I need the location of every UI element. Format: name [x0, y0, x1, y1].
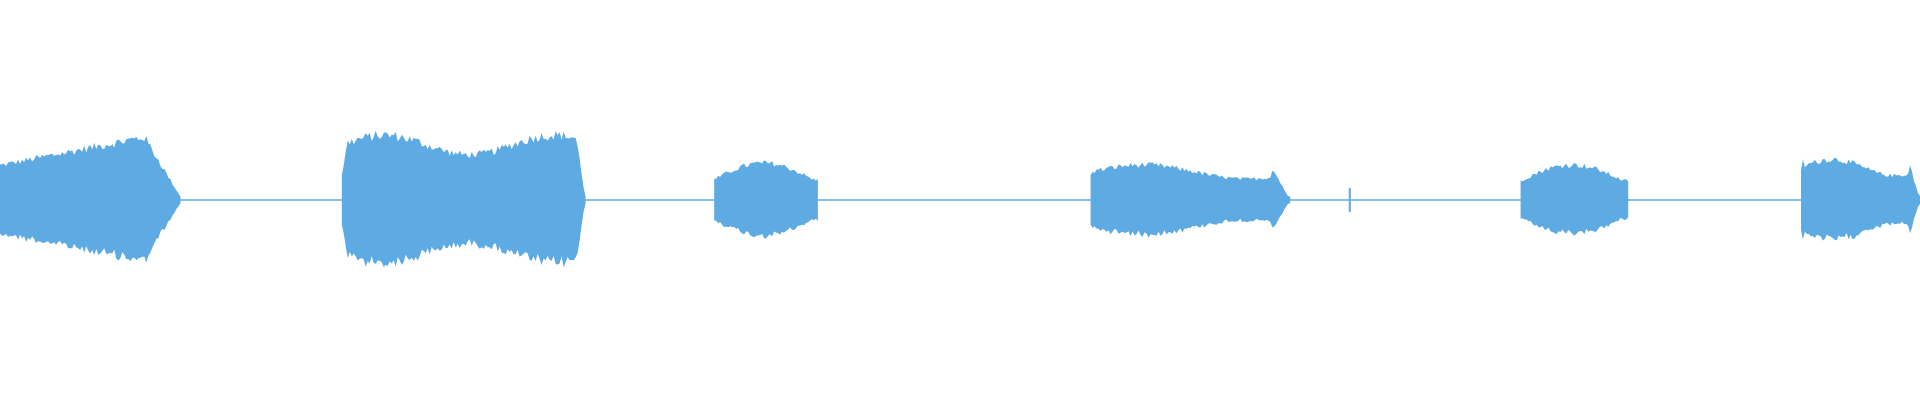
- waveform-segment: [1520, 162, 1629, 236]
- waveform-segment: [1801, 157, 1920, 241]
- waveform-segment: [714, 160, 818, 239]
- waveform-segment: [1090, 162, 1291, 238]
- waveform-segment: [341, 130, 586, 268]
- waveform-segments: [0, 130, 1920, 268]
- waveform-segment: [0, 135, 181, 263]
